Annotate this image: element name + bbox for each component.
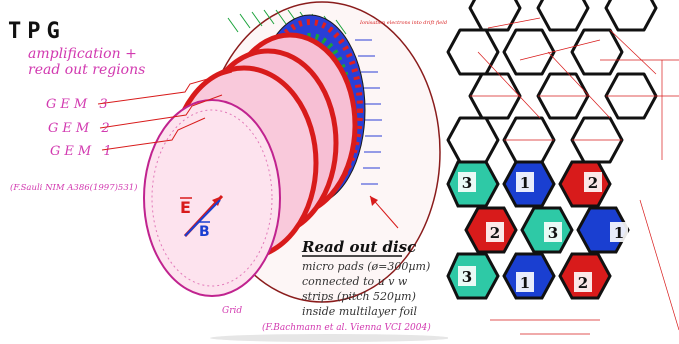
b-field-arrow [184, 199, 221, 237]
pad-number-8: 2 [578, 274, 588, 292]
pad-number-3: 2 [490, 224, 500, 242]
grid-label: Grid [222, 306, 242, 316]
reference-sauli: (F.Sauli NIM A386(1997)531) [10, 182, 137, 193]
cathode-grid-inner [151, 109, 273, 287]
pad-number-0: 3 [462, 174, 472, 192]
gem3-leader [97, 71, 233, 105]
gem1-label: GEM 1 [50, 144, 116, 159]
gem-labels: GEM 3 GEM 2 GEM 1 [46, 71, 233, 159]
pad-labels: 3 1 2 2 3 1 3 1 2 [458, 172, 628, 292]
readout-pointer-head [370, 196, 378, 206]
gem2-leader [99, 94, 223, 129]
pad-number-2: 2 [588, 174, 598, 192]
gem3-label: GEM 3 [46, 97, 112, 112]
pad-number-7: 1 [520, 274, 530, 292]
vector-b-label: B [199, 224, 210, 240]
e-b-vectors: E B [180, 194, 224, 240]
left-panel: TPG amplification + read out regions [8, 1, 450, 342]
pad-number-5: 1 [614, 224, 624, 242]
electron-drift-arrows [355, 39, 382, 185]
floor-shadow [210, 334, 450, 342]
gem2-label: GEM 2 [48, 121, 114, 136]
hex-lattice-outline [446, 0, 658, 164]
subtitle-line-1: amplification + [28, 46, 137, 62]
readout-reference: (F.Bachmann et al. Vienna VCI 2004) [262, 322, 431, 333]
cathode-grid [143, 99, 281, 297]
readout-line-2: connected to u v w [302, 275, 408, 288]
e-field-arrowhead [212, 196, 222, 206]
pad-number-4: 3 [548, 224, 558, 242]
subtitle-line-2: read out regions [28, 62, 145, 78]
readout-heading: Read out disc [301, 238, 416, 256]
title-tpg: TPG [8, 19, 66, 44]
vector-e-label: E [180, 198, 191, 217]
top-annotation: Ionisation electrons into drift field [359, 20, 447, 26]
readout-line-3: strips (pitch 520µm) [302, 290, 416, 303]
pad-number-6: 3 [462, 268, 472, 286]
pad-number-1: 1 [520, 174, 530, 192]
right-panel: 3 1 2 2 3 1 3 1 2 [446, 0, 679, 344]
dimension-lines [470, 17, 679, 335]
readout-line-1: micro pads (ø=300µm) [302, 260, 430, 273]
readout-line-4: inside multilayer foil [302, 305, 418, 318]
gem1-leader [101, 117, 206, 151]
